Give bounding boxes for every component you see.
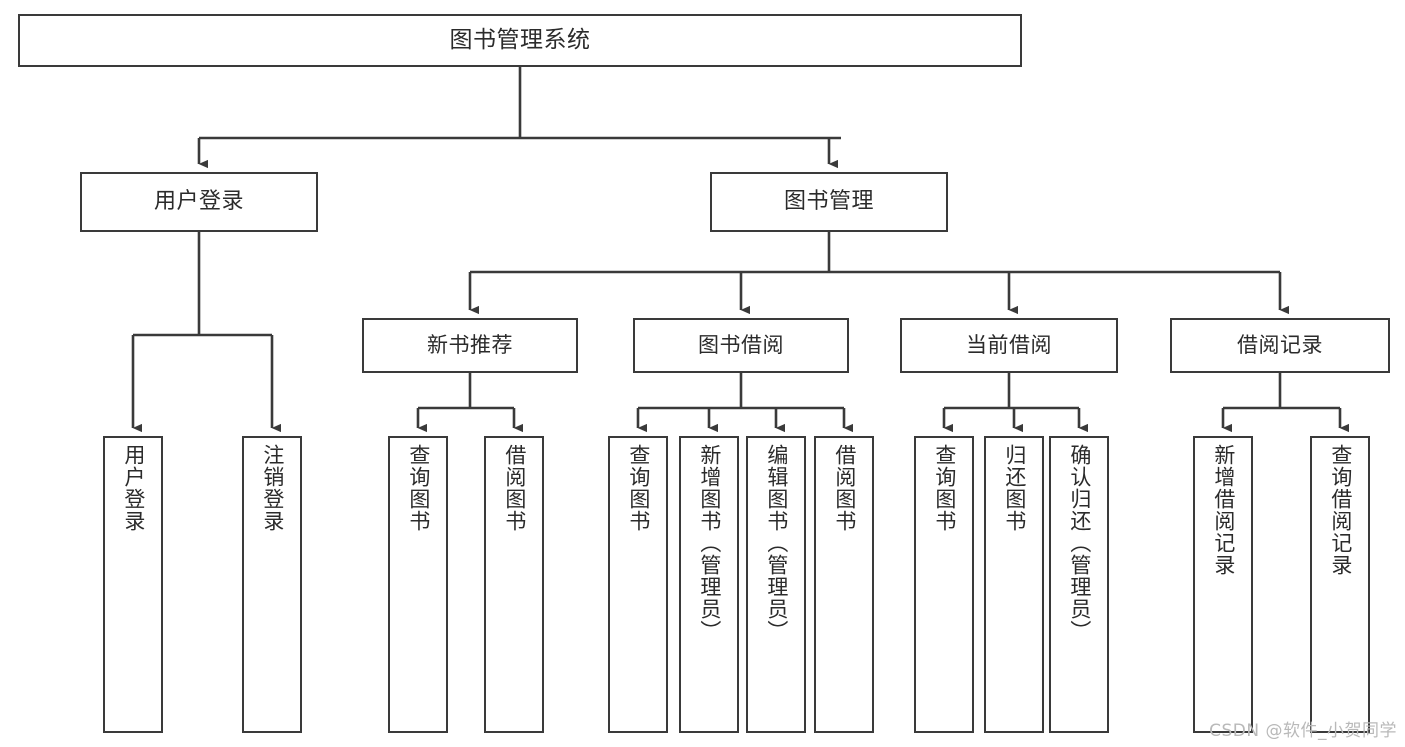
node-recommend-borrow-book[interactable]: 借阅图书: [484, 436, 544, 733]
node-current-query-book-label: 查询图书: [932, 444, 957, 532]
node-borrow-record-label: 借阅记录: [1237, 332, 1323, 357]
node-borrow-add-book[interactable]: 新增图书（管理员）: [679, 436, 739, 733]
node-user-logout[interactable]: 注销登录: [242, 436, 302, 733]
node-record-query-label: 查询借阅记录: [1328, 444, 1353, 576]
node-book-manage[interactable]: 图书管理: [710, 172, 948, 232]
node-user-logout-label: 注销登录: [260, 444, 285, 532]
node-record-add-label: 新增借阅记录: [1211, 444, 1236, 576]
node-borrow-add-book-label: 新增图书（管理员）: [697, 444, 722, 642]
node-current-return-book-label: 归还图书: [1002, 444, 1027, 532]
node-current-borrow-label: 当前借阅: [966, 332, 1052, 357]
node-new-book-recommend[interactable]: 新书推荐: [362, 318, 578, 373]
node-borrow-edit-book[interactable]: 编辑图书（管理员）: [746, 436, 806, 733]
node-borrow-query-book[interactable]: 查询图书: [608, 436, 668, 733]
node-root[interactable]: 图书管理系统: [18, 14, 1022, 67]
node-recommend-query-book-label: 查询图书: [406, 444, 431, 532]
node-book-borrow[interactable]: 图书借阅: [633, 318, 849, 373]
node-book-borrow-label: 图书借阅: [698, 332, 784, 357]
node-user-login-do-label: 用户登录: [121, 444, 146, 532]
node-record-add[interactable]: 新增借阅记录: [1193, 436, 1253, 733]
node-recommend-query-book[interactable]: 查询图书: [388, 436, 448, 733]
node-current-return-book[interactable]: 归还图书: [984, 436, 1044, 733]
node-current-query-book[interactable]: 查询图书: [914, 436, 974, 733]
node-borrow-borrow-book-label: 借阅图书: [832, 444, 857, 532]
node-root-label: 图书管理系统: [449, 26, 591, 53]
node-user-login-do[interactable]: 用户登录: [103, 436, 163, 733]
node-borrow-query-book-label: 查询图书: [626, 444, 651, 532]
node-current-confirm-return[interactable]: 确认归还（管理员）: [1049, 436, 1109, 733]
watermark: CSDN @软件_小贺同学: [1209, 721, 1397, 741]
node-borrow-borrow-book[interactable]: 借阅图书: [814, 436, 874, 733]
node-borrow-edit-book-label: 编辑图书（管理员）: [764, 444, 789, 642]
node-current-borrow[interactable]: 当前借阅: [900, 318, 1118, 373]
node-new-book-recommend-label: 新书推荐: [427, 332, 513, 357]
node-recommend-borrow-book-label: 借阅图书: [502, 444, 527, 532]
node-current-confirm-return-label: 确认归还（管理员）: [1067, 444, 1092, 642]
node-user-login[interactable]: 用户登录: [80, 172, 318, 232]
node-borrow-record[interactable]: 借阅记录: [1170, 318, 1390, 373]
node-book-manage-label: 图书管理: [783, 188, 874, 214]
node-record-query[interactable]: 查询借阅记录: [1310, 436, 1370, 733]
node-user-login-label: 用户登录: [153, 188, 244, 214]
